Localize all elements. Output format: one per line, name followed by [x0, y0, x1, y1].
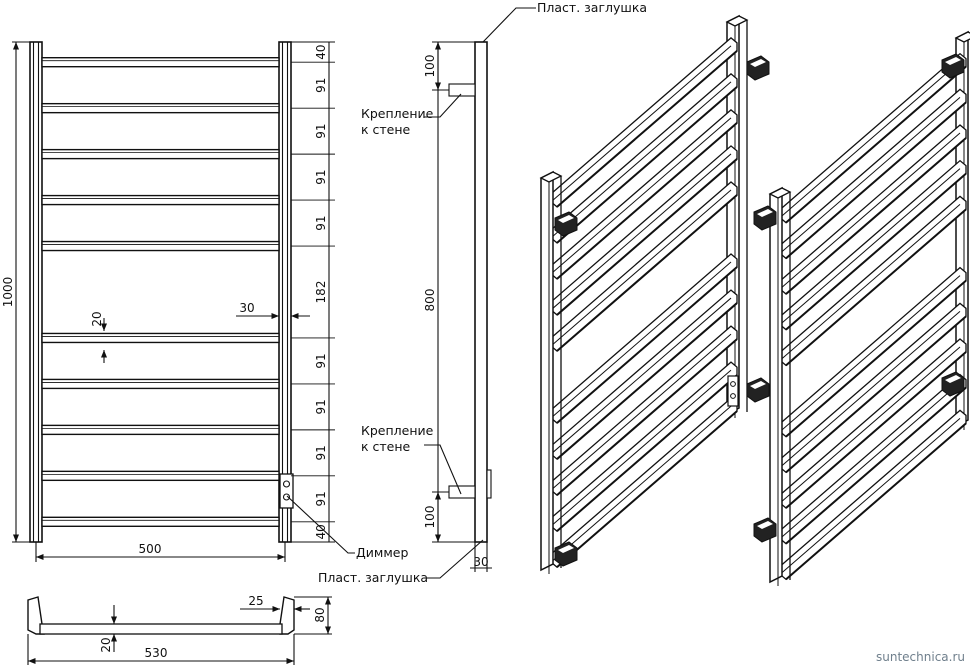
iso-rung — [779, 124, 967, 295]
front-view — [12, 41, 355, 562]
rung — [41, 148, 280, 160]
spacing-dim: 91 — [314, 445, 328, 460]
spacing-dim: 91 — [314, 399, 328, 414]
dimmer-box — [279, 473, 294, 509]
iso-rung — [779, 338, 967, 509]
isometric-rear-view — [753, 30, 970, 586]
rung — [41, 332, 280, 344]
bottom-bracket — [448, 485, 476, 499]
rung — [41, 194, 280, 206]
rung — [41, 470, 280, 482]
top-mount-label-1: Крепление — [361, 106, 434, 121]
spacing-dim: 91 — [314, 78, 328, 93]
side-depth-dim: 30 — [473, 555, 488, 569]
rung — [41, 378, 280, 390]
bottom-mount-label-1: Крепление — [361, 423, 434, 438]
rung — [41, 240, 280, 252]
top-mount-label-2: к стене — [361, 122, 411, 137]
spacing-dim: 40 — [314, 44, 328, 59]
iso-mount-bracket — [746, 377, 770, 403]
top-depth-dim: 80 — [313, 607, 327, 622]
rung — [41, 57, 280, 68]
side-top-offset-dim: 100 — [423, 55, 437, 78]
spacing-dim: 91 — [314, 491, 328, 506]
top-bracket — [448, 83, 476, 97]
offset-dim: 30 — [239, 301, 254, 315]
iso-mount-bracket — [746, 55, 770, 81]
iso-mount-bracket — [554, 541, 578, 567]
rung — [41, 516, 280, 527]
side-view — [424, 7, 536, 579]
iso-dimmer — [727, 375, 739, 407]
spacing-dim: 91 — [314, 169, 328, 184]
side-bottom-offset-dim: 100 — [423, 506, 437, 529]
isometric-front-view — [539, 14, 770, 574]
front-width-dim: 500 — [139, 542, 162, 556]
top-rail-dim: 25 — [248, 594, 263, 608]
top-overall-width-dim: 530 — [145, 646, 168, 660]
iso-rung — [550, 109, 738, 280]
rung — [41, 102, 280, 114]
side-post — [474, 41, 488, 543]
spacing-dim: 40 — [314, 524, 328, 539]
spacing-dim: 91 — [314, 215, 328, 230]
left-post — [29, 41, 43, 543]
bottom-cap-label: Пласт. заглушка — [318, 570, 428, 585]
top-cap-label: Пласт. заглушка — [537, 0, 647, 15]
spacing-dim: 182 — [314, 281, 328, 304]
iso-rung — [550, 325, 738, 496]
front-height-dim: 1000 — [1, 277, 15, 308]
dimmer-label: Диммер — [356, 545, 408, 560]
spacing-dim: 91 — [314, 124, 328, 139]
bottom-mount-label-2: к стене — [361, 439, 411, 454]
top-view — [27, 596, 332, 665]
bar-thickness-dim: 20 — [90, 311, 104, 326]
spacing-dim-labels: 40 91 91 91 91 182 91 91 91 91 40 — [314, 44, 328, 539]
right-post — [278, 41, 292, 543]
iso-mount-bracket — [554, 211, 578, 237]
top-tube-dim: 20 — [99, 637, 113, 652]
side-mount-span-dim: 800 — [423, 289, 437, 312]
spacing-dim: 91 — [314, 353, 328, 368]
top-view-tube — [39, 623, 283, 635]
watermark: suntechnica.ru — [876, 650, 965, 664]
rung — [41, 424, 280, 436]
spacing-dim-ticks — [291, 41, 335, 543]
rungs — [41, 57, 280, 527]
